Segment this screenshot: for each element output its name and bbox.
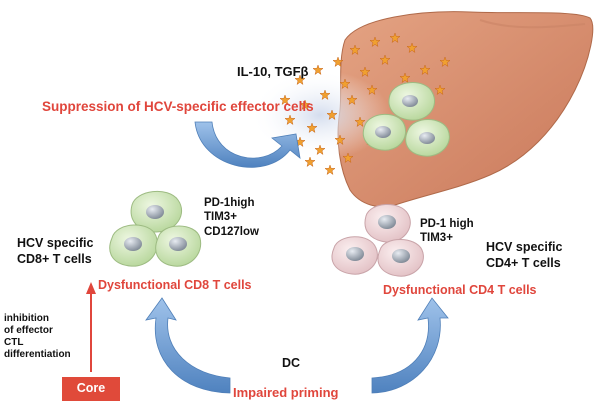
cd8-markers: PD-1high TIM3+ CD127low (204, 197, 259, 238)
suppression-label: Suppression of HCV-specific effector cel… (42, 99, 314, 114)
priming-cd4-arrow (371, 297, 449, 394)
dc-label: DC (282, 356, 301, 370)
dysfunctional-cd4-label: Dysfunctional CD4 T cells (383, 283, 537, 297)
dysfunctional-cd8-label: Dysfunctional CD8 T cells (98, 278, 252, 292)
liver-cd8-cells (362, 82, 450, 157)
cytokine-label: IL-10, TGFβ (237, 64, 309, 79)
cd8-title: HCV specific CD8+ T cells (17, 236, 94, 266)
cd4-title: HCV specific CD4+ T cells (486, 240, 563, 270)
priming-cd8-arrow (145, 297, 231, 394)
cd4-cell-cluster (331, 204, 424, 277)
impaired-priming-label: Impaired priming (233, 385, 339, 400)
cd8-cell-cluster (109, 190, 202, 267)
core-inhibition-arrow (86, 282, 96, 372)
cd4-markers: PD-1 high TIM3+ (420, 218, 474, 245)
core-box: Core (62, 377, 120, 401)
core-label: Core (76, 381, 106, 396)
inhibition-label: inhibition of effector CTL differentiati… (4, 313, 71, 360)
suppression-arrow (194, 121, 301, 168)
